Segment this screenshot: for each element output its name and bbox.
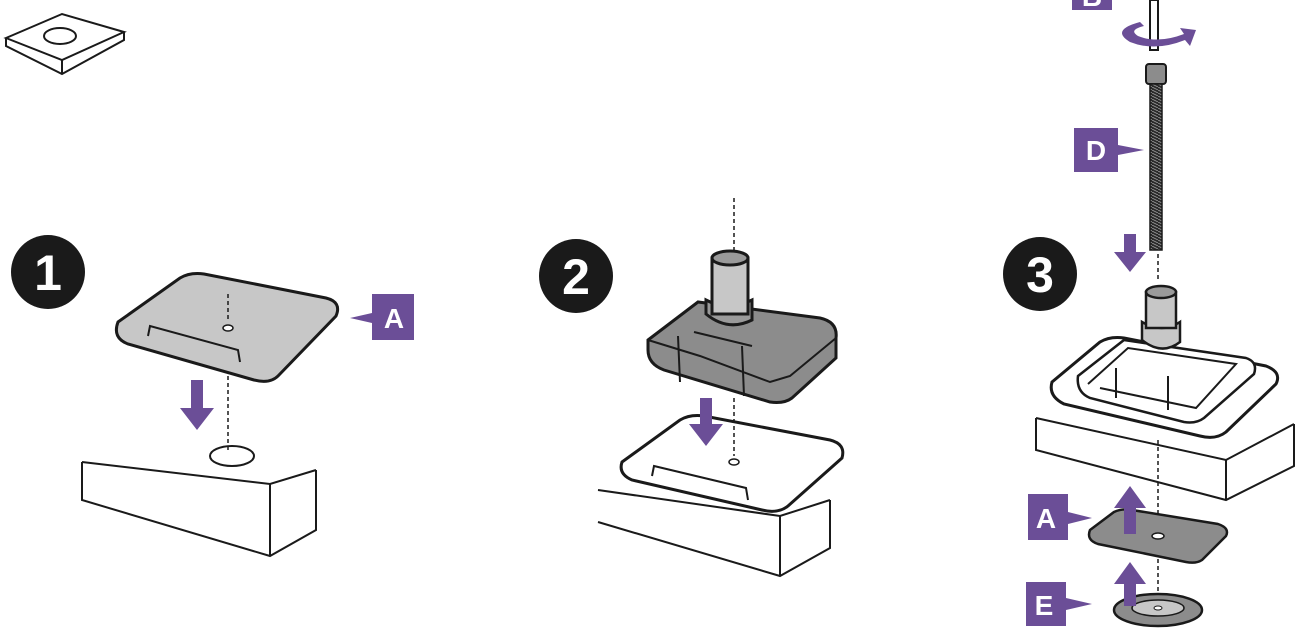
step-2-plate: [619, 414, 845, 513]
rotate-icon: [1122, 22, 1196, 47]
label-e-text: E: [1035, 590, 1054, 621]
arrow-up-icon: [1114, 562, 1146, 606]
step-3-number: 3: [1026, 247, 1054, 303]
step-3-plate-a: [1087, 508, 1229, 564]
step-3-number-badge: 3: [1003, 237, 1077, 311]
step-3-desk: [1035, 417, 1295, 502]
step-1: 1 A: [11, 235, 414, 558]
step-3-base-clamp: [1076, 284, 1257, 424]
step-2-number: 2: [562, 249, 590, 305]
label-a-step-1: A: [350, 294, 414, 340]
label-b: B: [1072, 0, 1112, 12]
label-d-text: D: [1086, 135, 1106, 166]
label-b-text: B: [1082, 0, 1102, 12]
label-e: E: [1026, 582, 1092, 626]
bolt-d: [1145, 63, 1167, 251]
step-3: 3 B D: [1003, 0, 1295, 628]
desk-hole-icon: [3, 12, 127, 76]
arrow-down-icon: [180, 380, 214, 430]
step-1-plate-a: [114, 272, 340, 383]
label-a-step-3: A: [1028, 494, 1092, 540]
step-2-base-clamp: [646, 249, 838, 404]
label-a-text: A: [384, 303, 404, 334]
arrow-down-icon: [689, 398, 723, 446]
step-1-number: 1: [34, 245, 62, 301]
step-2-desk: [597, 489, 831, 578]
step-1-desk: [81, 445, 317, 558]
label-a-text: A: [1036, 503, 1056, 534]
arrow-up-icon: [1114, 486, 1146, 534]
step-1-number-badge: 1: [11, 235, 85, 309]
arrow-down-icon: [1114, 234, 1146, 272]
step-2: 2: [539, 198, 845, 578]
label-d: D: [1074, 128, 1144, 172]
step-2-number-badge: 2: [539, 239, 613, 313]
